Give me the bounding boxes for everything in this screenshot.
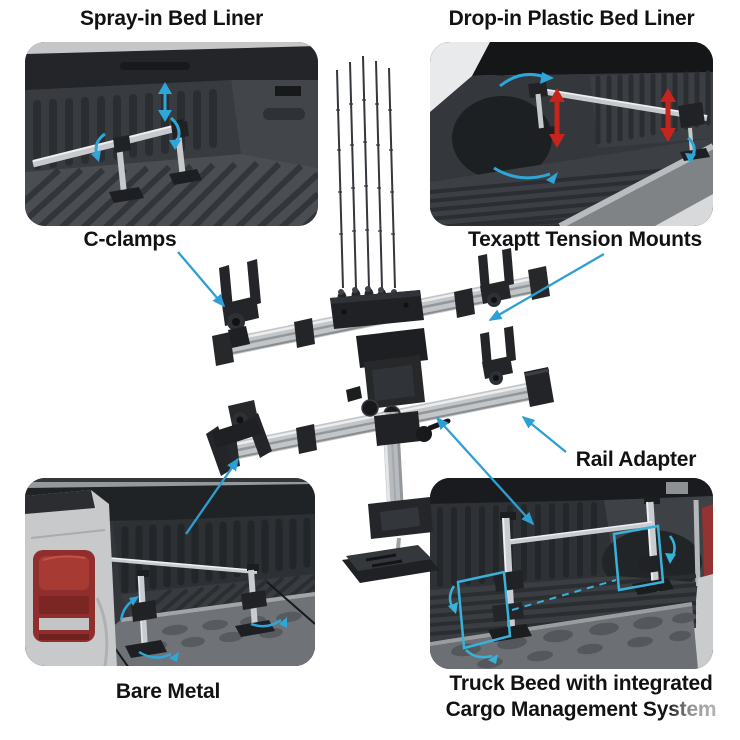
- panel-label-spray-in: Spray-in Bed Liner: [79, 7, 264, 30]
- rail-adapter-end-cap: [524, 367, 554, 407]
- taillight-sliver: [702, 504, 713, 576]
- wheel-arch: [452, 96, 552, 180]
- liner-floor-ribs: [430, 164, 713, 226]
- rotation-arrows: [493, 72, 696, 184]
- bed-rail-assembly: [32, 119, 202, 203]
- center-hub: [346, 328, 428, 423]
- cargo-system-illustration: [430, 478, 713, 669]
- fishing-rods: [336, 55, 400, 323]
- photo-spray-in-bed-liner: [25, 42, 318, 226]
- rod-holder-fork-upper-left: [219, 259, 261, 348]
- callout-arrow-tension-mounts: [488, 253, 605, 321]
- callout-label-rail-adapter: Rail Adapter: [575, 448, 697, 471]
- tension-rail-assembly: [528, 82, 710, 161]
- callout-label-tension-mounts: Texaptt Tension Mounts: [468, 228, 702, 251]
- rod-guides: [336, 99, 395, 235]
- lower-crossbar: [218, 381, 539, 470]
- rod-clamp-block: [330, 290, 424, 329]
- base-plate: [342, 545, 440, 583]
- taillight: [33, 550, 95, 642]
- truck-rear-quarter: [25, 490, 117, 666]
- tension-arrows-red: [549, 88, 676, 148]
- pedestal-c-clamp: [368, 497, 433, 566]
- panel-label-drop-in: Drop-in Plastic Bed Liner: [448, 7, 695, 30]
- rod-butts: [340, 300, 399, 323]
- cargo-label-line1: Truck Beed with integrated: [449, 672, 713, 695]
- adjustment-arrows: [119, 596, 287, 662]
- rod-holder-fork-upper-right: [478, 248, 514, 307]
- bed-rail-assembly: [68, 553, 275, 658]
- c-clamp-lower-left: [206, 400, 272, 476]
- adjustment-arrows: [91, 82, 181, 162]
- rod-holder-fork-mid-right: [480, 326, 516, 385]
- panel-label-cargo-system: Truck Beed with integrated Cargo Managem…: [430, 671, 732, 723]
- fishing-reels: [337, 286, 400, 305]
- bare-metal-illustration: [25, 478, 315, 666]
- photo-cargo-management-bed: [430, 478, 713, 669]
- watermark-fade: [666, 697, 722, 722]
- photo-bare-metal: [25, 478, 315, 666]
- spray-in-illustration: [25, 42, 318, 226]
- drop-in-illustration: [430, 42, 713, 226]
- clamp-highlight-boxes: [448, 524, 676, 664]
- callout-arrow-cargo-system-up: [435, 416, 486, 472]
- panel-label-bare-metal: Bare Metal: [115, 680, 221, 703]
- photo-drop-in-bed-liner: [430, 42, 713, 226]
- cargo-label-line2: Cargo Management System: [445, 698, 717, 721]
- upper-crossbar: [212, 266, 550, 366]
- callout-label-c-clamps: C-clamps: [83, 228, 177, 251]
- callout-arrow-c-clamps: [177, 251, 226, 308]
